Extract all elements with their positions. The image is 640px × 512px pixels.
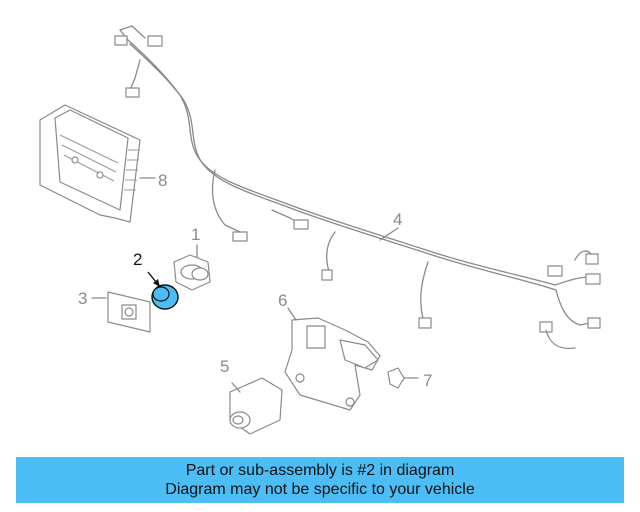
callout-1: 1 <box>191 225 200 244</box>
wiring-harness-part-4[interactable] <box>114 25 601 350</box>
banner-disclaimer-line: Diagram may not be specific to your vehi… <box>165 481 475 498</box>
part-info-banner: Part or sub-assembly is #2 in diagram Di… <box>16 457 624 503</box>
bracket-part-3[interactable] <box>91 291 151 333</box>
clip-part-7[interactable] <box>387 367 419 389</box>
camera-part-5[interactable] <box>229 377 283 435</box>
callout-8: 8 <box>158 171 167 190</box>
callout-4: 4 <box>393 210 402 229</box>
mount-bracket-part-6[interactable] <box>284 307 381 411</box>
control-module-part-8[interactable] <box>39 104 156 223</box>
callout-2: 2 <box>133 250 142 269</box>
banner-part-line: Part or sub-assembly is #2 in diagram <box>185 462 455 479</box>
sensor-part-1[interactable] <box>173 244 211 291</box>
callout-7: 7 <box>423 371 432 390</box>
parts-diagram: 1 2 3 4 5 6 7 8 <box>39 25 601 435</box>
grommet-part-2-highlighted[interactable] <box>147 271 179 310</box>
callout-3: 3 <box>78 289 87 308</box>
callout-5: 5 <box>220 357 229 376</box>
callout-6: 6 <box>278 291 287 310</box>
